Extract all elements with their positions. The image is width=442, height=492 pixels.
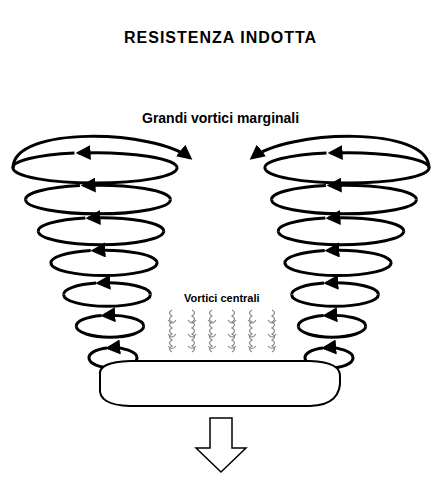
- central-vortex: [228, 320, 236, 349]
- vortex-ring: [327, 250, 391, 263]
- vortex-ring: [326, 283, 378, 295]
- vortex-ring: [108, 348, 137, 358]
- vortex-ring: [89, 348, 107, 358]
- vortex-ring: [51, 251, 91, 264]
- central-vortex: [192, 310, 195, 352]
- central-vortex: [208, 320, 216, 349]
- vortex-ring: [330, 185, 417, 199]
- vortex-ring: [252, 136, 429, 168]
- central-vortex: [268, 320, 276, 349]
- vortex-ring: [272, 200, 417, 214]
- diagram-title: RESISTENZA INDOTTA: [124, 29, 317, 47]
- vortex-ring: [328, 218, 403, 232]
- vortex-ring: [79, 153, 177, 168]
- central-vortex: [168, 320, 176, 349]
- vortex-ring: [324, 348, 353, 358]
- vortex-ring: [38, 231, 163, 244]
- central-vortex: [232, 310, 235, 352]
- vortex-ring: [98, 283, 150, 295]
- vortex-ring: [38, 218, 85, 231]
- vortex-label: Grandi vortici marginali: [142, 110, 299, 126]
- vortex-ring: [298, 316, 323, 327]
- wing-section: [100, 361, 340, 406]
- vortex-ring: [84, 185, 171, 199]
- vortex-ring: [331, 153, 429, 168]
- vortex-ring: [265, 153, 327, 168]
- vortex-ring: [13, 153, 75, 168]
- central-vortex: [188, 320, 196, 349]
- vortex-ring: [26, 200, 171, 214]
- vortex-ring: [76, 316, 101, 327]
- vortex-ring: [76, 326, 143, 337]
- vortex-ring: [292, 295, 379, 307]
- vortex-ring: [26, 186, 80, 200]
- vortex-ring: [292, 283, 325, 295]
- central-vortex: [272, 310, 275, 352]
- vortex-ring: [13, 136, 190, 168]
- central-vortex: [210, 310, 213, 352]
- vortex-ring: [13, 168, 177, 183]
- vortex-ring: [93, 250, 157, 263]
- vortex-ring: [265, 168, 429, 183]
- vortex-ring: [51, 263, 157, 276]
- vortex-ring: [285, 263, 391, 276]
- central-vortex: [170, 310, 173, 352]
- vortex-ring: [88, 218, 163, 232]
- vortex-label: Vortici centrali: [182, 292, 262, 304]
- vortex-ring: [325, 315, 365, 326]
- vortex-ring: [103, 315, 143, 326]
- vortex-ring: [64, 283, 97, 295]
- vortex-ring: [298, 326, 365, 337]
- vortex-ring: [272, 186, 326, 200]
- downwash-arrow: [196, 418, 246, 472]
- vortex-ring: [278, 231, 403, 244]
- vortex-ring: [305, 348, 323, 358]
- vortex-ring: [285, 251, 325, 264]
- vortex-ring: [64, 295, 151, 307]
- central-vortex: [248, 320, 256, 349]
- vortex-ring: [278, 218, 325, 231]
- central-vortex: [250, 310, 253, 352]
